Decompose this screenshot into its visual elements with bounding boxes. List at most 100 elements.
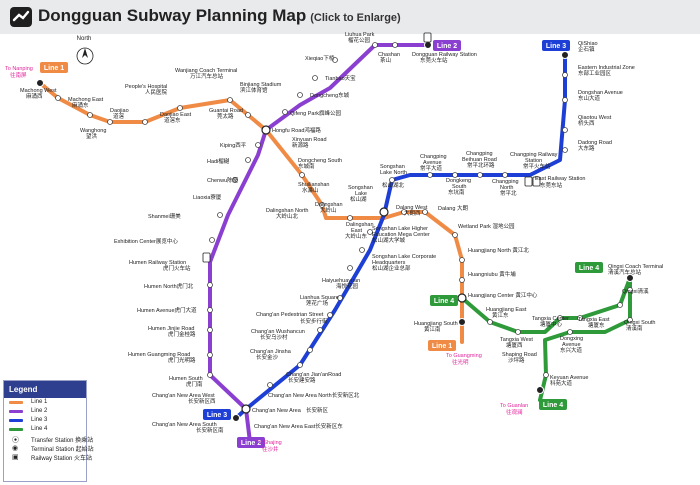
label-humen-south: Humen South	[169, 376, 203, 382]
line-4-route	[460, 276, 632, 402]
label-changping-avenue: Changping	[420, 154, 447, 160]
label-dongcheng-south: Dongcheng South	[298, 158, 342, 164]
label-changan-new-area-cn: 长安新区	[306, 406, 329, 414]
legend-railway: ▣ Railway Station 火车站	[9, 452, 92, 462]
transfer-changan-new-area	[241, 404, 251, 414]
label-hongfu-road: Hongfu Road鸿福路	[272, 126, 321, 134]
label-eastern-industrial-cn: 东部工业园区	[578, 69, 612, 77]
badge-line2-bottom: Line 2	[241, 440, 261, 447]
label-xiegiao: Xieqiao下桥	[305, 54, 335, 62]
label-dongguan-railway: Dongguan Railway Station	[412, 52, 477, 58]
label-songshan-corp: Songshan Lake Corporate	[372, 254, 436, 260]
terminal-machong-west	[36, 79, 44, 87]
legend-terminal: ◉ Terminal Station 起始站	[9, 443, 94, 453]
label-dalingshan-cn: 大岭山	[320, 206, 337, 214]
label-qiaotou-west: Qiaotou West	[578, 115, 612, 121]
label-changping-beihuan2: Beihuan Road	[462, 157, 497, 163]
dir-to-guanlan: To Guanlan	[500, 403, 528, 409]
line-badges: Line 1 Line 1 Line 2 Line 2 Line 3 Line …	[40, 40, 603, 448]
dir-to-guanlan-cn: 往观澜	[506, 408, 523, 416]
line-2-route	[208, 43, 430, 444]
label-tangxia-west-cn: 塘厦西	[506, 341, 523, 349]
badge-line4-left: Line 4	[434, 298, 454, 305]
label-changan-new-area-south: Chang'an New Area South	[152, 422, 217, 428]
label-songshan-corp2: Headquarters	[372, 260, 406, 266]
dir-to-shajing: To Shajing	[256, 440, 282, 446]
terminal-changan-new-area-south	[232, 414, 240, 422]
label-xinyuan-road-cn: 新源路	[292, 141, 309, 149]
line3-swatch	[9, 419, 23, 422]
label-chashan: Chashan	[378, 52, 400, 58]
label-dadong-road-cn: 大东路	[578, 144, 595, 152]
label-shuilianshan: Shuilianshan	[298, 182, 330, 188]
label-dongshan-avenue: Dongshan Avenue	[578, 90, 623, 96]
line1-swatch	[9, 401, 23, 404]
compass-icon: North	[76, 36, 94, 65]
title-text: Dongguan Subway Planning Map	[38, 6, 307, 25]
subway-logo-icon	[10, 7, 32, 27]
transfer-stations	[241, 125, 467, 414]
label-dalang-west-cn: 大朗西	[404, 209, 421, 217]
terminal-stations	[36, 41, 634, 422]
label-machong-west: Machong West	[20, 88, 57, 94]
label-humen-avenue: Humen Avenue虎门大道	[137, 306, 197, 314]
transfer-huangjiang-center	[457, 293, 467, 303]
label-guantai-road-cn: 莞太路	[217, 112, 234, 120]
label-songshan-higher-cn: 松山湖大学城	[372, 236, 406, 244]
label-dalingshan-north-cn: 大岭山北	[276, 212, 299, 220]
label-changan-pedestrian-cn: 长安步行街	[300, 317, 328, 325]
label-huangnuobu: Huangniubu 黄牛埔	[468, 270, 516, 278]
label-haiyuehuayuan-cn: 海悦花园	[336, 282, 359, 290]
label-songshan-lake-cn: 松山湖	[350, 195, 367, 203]
label-qifeng-park: Qifeng Park旗峰公园	[290, 109, 342, 117]
label-changan-new-area: Chang'an New Area	[252, 408, 302, 414]
label-huangjiang-south: Huangjiang South	[414, 321, 458, 327]
label-keyuan-avenue: Keyuan Avenue	[550, 375, 588, 381]
label-changping-beihuan-cn: 常平北环路	[467, 161, 495, 169]
legend-line1-label: Line 1	[31, 399, 48, 405]
enlarge-hint[interactable]: (Click to Enlarge)	[310, 12, 401, 24]
label-huangjiang-east: Huangjiang East	[486, 307, 527, 313]
label-tangxia-center-cn: 塘厦中心	[540, 320, 563, 328]
label-songshan-corp-cn: 松山湖企业总部	[372, 264, 411, 272]
label-qingxi-coach-cn: 清溪汽车总站	[608, 268, 642, 276]
label-changan-new-area-north: Chang'an New Area North长安新区北	[268, 391, 360, 399]
line-1-route	[38, 81, 464, 344]
page-title[interactable]: Dongguan Subway Planning Map(Click to En…	[38, 6, 401, 26]
label-songshan-lake: Songshan	[348, 185, 373, 191]
label-shaping-road-cn: 沙坪路	[508, 356, 525, 364]
badge-line4-bottom: Line 4	[543, 402, 563, 409]
label-dongkeng-south: Dongkeng	[446, 178, 471, 184]
label-dalang: Dalang 大朗	[438, 204, 468, 212]
label-dongkeng-south-cn: 东坑南	[448, 188, 465, 196]
label-hadi: Hadi榴樾	[207, 157, 230, 165]
label-keyuan-avenue-cn: 科苑大道	[550, 379, 573, 387]
badge-line2-top: Line 2	[437, 43, 457, 50]
direction-labels: To Nanping 往南屏 To Guangming 往光明 To Shaji…	[5, 66, 528, 453]
label-changan-wushan: Chang'an Wushancun	[251, 329, 305, 335]
label-dalingshan-east: Dalingshan	[346, 222, 374, 228]
label-kiping: Kiping西平	[220, 142, 247, 149]
label-eastern-industrial: Eastern Industrial Zone	[578, 65, 635, 71]
label-changan-jianfan-cn: 长安建安路	[288, 376, 316, 384]
label-shanmei: Shanmei珊美	[148, 212, 181, 220]
label-machong-east-cn: 麻涌东	[72, 101, 89, 109]
label-liuhua-park: Liuhua Park	[345, 32, 375, 38]
label-changping-railway: Changping Railway	[510, 152, 558, 158]
label-daojiao-east-cn: 道滘东	[164, 116, 181, 124]
label-wetland-park: Wetland Park 湿地公园	[458, 222, 515, 230]
label-machong-east: Machong East	[68, 97, 104, 103]
railway-icon-dongguan	[423, 32, 432, 43]
terminal-qishiao	[561, 51, 569, 59]
label-dongxing-avenue-cn: 东兴大道	[560, 346, 583, 354]
label-machong-west-cn: 麻涌西	[26, 92, 43, 100]
railway-icon-east	[532, 176, 541, 187]
label-changan-new-area-west-cn: 长安新区西	[188, 397, 216, 405]
label-peoples-hospital: People's Hospital	[125, 84, 167, 90]
label-dalingshan: Dalingshan	[315, 202, 343, 208]
label-wanghong-cn: 望洪	[86, 132, 98, 140]
label-huangjiang-center: Huangjiang Center 黄江中心	[468, 291, 538, 299]
terminal-huangjiang-south	[458, 318, 466, 326]
legend-line2: Line 2	[9, 407, 86, 416]
